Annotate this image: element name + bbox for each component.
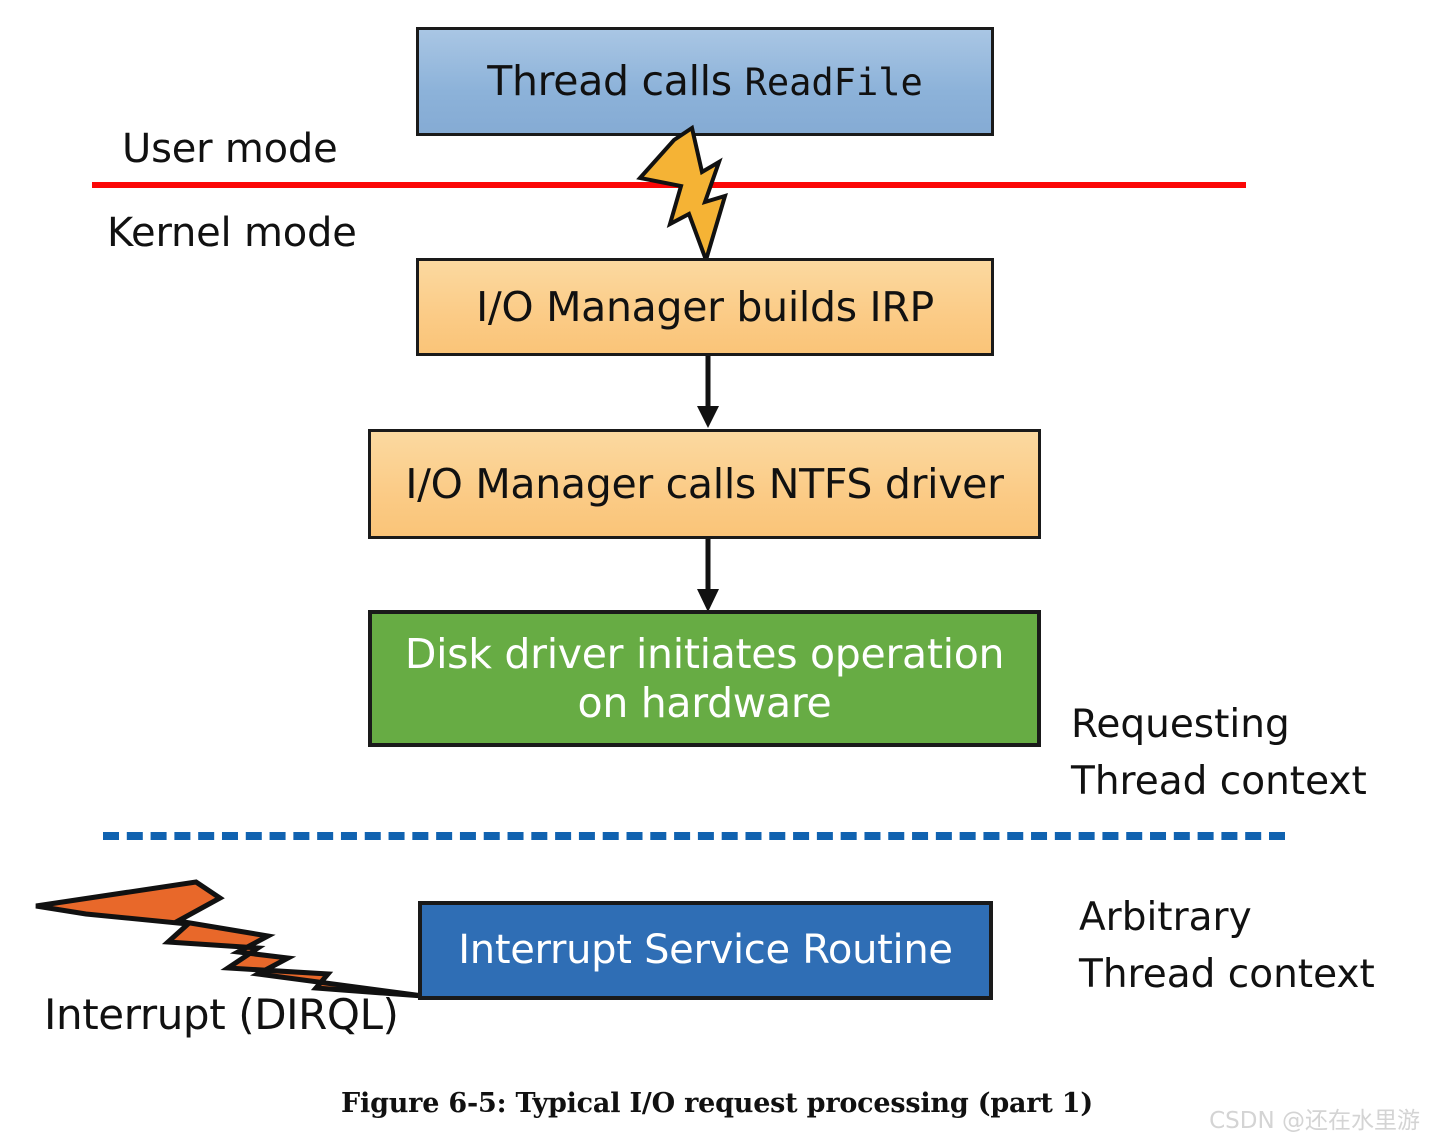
node-ntfs-label: I/O Manager calls NTFS driver — [405, 459, 1004, 508]
label-requesting-line2: Thread context — [1071, 758, 1367, 804]
label-interrupt-dirql: Interrupt (DIRQL) — [44, 990, 399, 1039]
node-thread-calls-readfile: Thread calls ReadFile — [416, 27, 994, 136]
label-arbitrary-thread-context: Arbitrary Thread context — [1079, 890, 1375, 1003]
arrow-irp-to-ntfs — [697, 356, 719, 428]
label-kernel-mode: Kernel mode — [107, 210, 357, 256]
label-requesting-thread-context: Requesting Thread context — [1071, 697, 1367, 810]
node-io-manager-builds-irp: I/O Manager builds IRP — [416, 258, 994, 356]
node-irp-label: I/O Manager builds IRP — [476, 282, 934, 331]
interrupt-lightning-bolt-icon — [35, 879, 424, 999]
label-arbitrary-line2: Thread context — [1079, 951, 1375, 997]
node-interrupt-service-routine: Interrupt Service Routine — [418, 901, 993, 1000]
node-thread-label-mono: ReadFile — [744, 61, 923, 105]
arrow-ntfs-to-disk — [697, 539, 719, 612]
node-io-manager-calls-ntfs-driver: I/O Manager calls NTFS driver — [368, 429, 1041, 539]
figure-caption: Figure 6-5: Typical I/O request processi… — [341, 1088, 1093, 1119]
system-call-lightning-bolt-icon — [636, 124, 728, 267]
thread-context-divider-line — [103, 832, 1285, 840]
label-requesting-line1: Requesting — [1071, 702, 1290, 747]
label-user-mode: User mode — [122, 126, 338, 172]
label-arbitrary-line1: Arbitrary — [1079, 895, 1252, 940]
csdn-watermark: CSDN @还在水里游 — [1209, 1108, 1420, 1134]
node-isr-label: Interrupt Service Routine — [458, 926, 953, 973]
node-thread-label: Thread calls ReadFile — [487, 57, 923, 106]
